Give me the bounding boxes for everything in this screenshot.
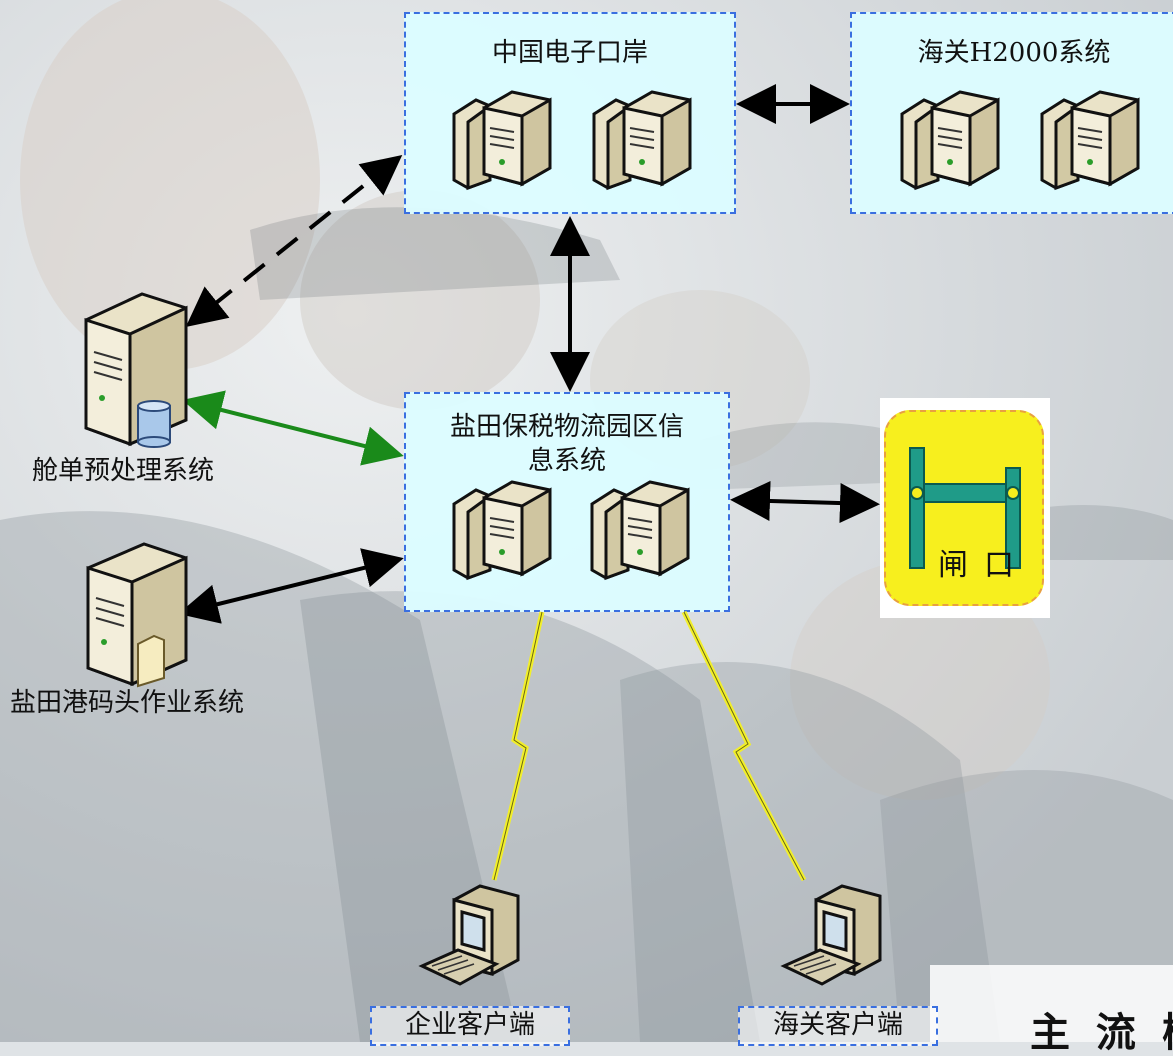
edge-park-customs-wireless-outline: [683, 611, 805, 881]
server-icon: [452, 90, 552, 191]
park-info-system-title-line1: 盐田保税物流园区信: [449, 412, 684, 442]
edge-park-enterprise-wireless-outline: [493, 611, 543, 881]
terminal-system-label: 盐田港码头作业系统: [10, 688, 245, 718]
file-server-icon: [86, 542, 188, 688]
server-icon: [592, 90, 692, 191]
edge-park-customs-wireless: [681, 610, 807, 882]
gate-barrier-icon: [909, 447, 1021, 569]
gate-node: [880, 398, 1050, 618]
gate-label: 闸口: [938, 548, 1030, 583]
h2000-system-title: 海关H2000系统: [917, 38, 1111, 68]
eport-system-title: 中国电子口岸: [491, 38, 648, 68]
database-server-icon: [84, 292, 188, 448]
edge-eport-manifest: [185, 155, 403, 327]
server-icon: [1040, 90, 1140, 191]
workstation-icon: [418, 884, 520, 986]
server-icon: [590, 480, 690, 581]
edge-manifest-park: [182, 390, 404, 466]
server-icon: [900, 90, 1000, 191]
edge-park-enterprise-wireless: [491, 611, 545, 881]
customs-client-label: 海关客户端: [738, 1006, 938, 1046]
workstation-icon: [780, 884, 882, 986]
edge-terminal-park: [178, 548, 404, 624]
server-icon: [452, 480, 552, 581]
park-info-system-title-line2: 息系统: [527, 446, 606, 476]
edge-park-gate: [730, 480, 880, 524]
